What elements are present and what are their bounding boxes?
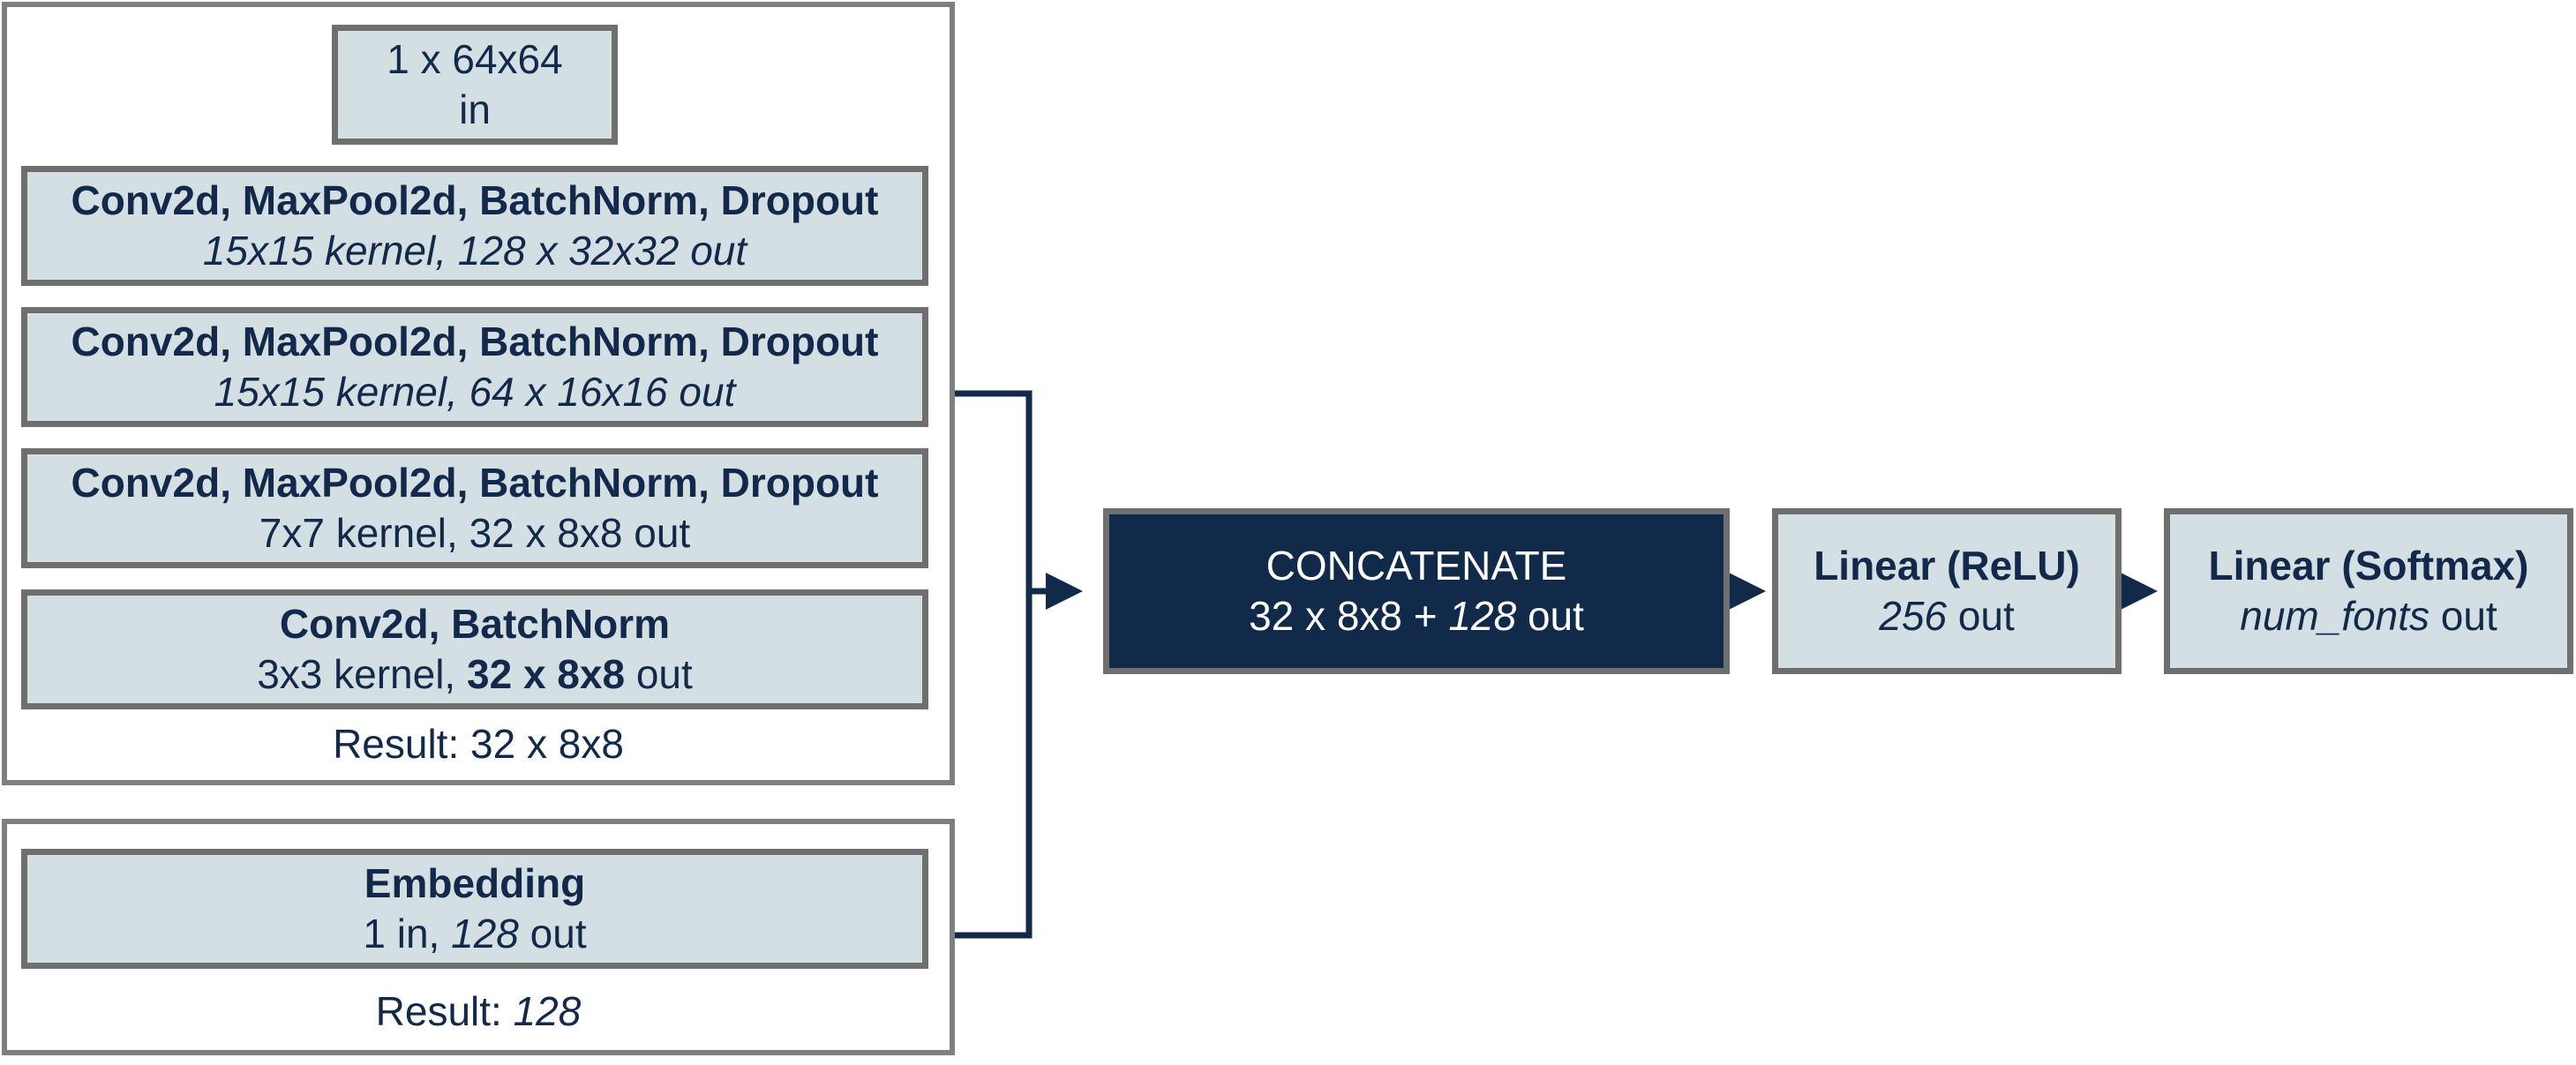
concatenate-title: CONCATENATE [1265, 543, 1567, 589]
concatenate-detail: 32 x 8x8 + 128 out [1249, 593, 1584, 639]
linear-relu-title: Linear (ReLU) [1814, 543, 2080, 589]
conv-layer-1-detail: 15x15 kernel, 128 x 32x32 out [202, 228, 747, 274]
conv-layer-2-detail: 15x15 kernel, 64 x 16x16 out [214, 369, 736, 415]
input-box: 1 x 64x64 in [332, 25, 618, 145]
cnn-result: Result: 32 x 8x8 [333, 721, 624, 767]
linear-relu-box: Linear (ReLU) 256 out [1772, 508, 2122, 674]
conv-layer-1-title: Conv2d, MaxPool2d, BatchNorm, Dropout [71, 177, 879, 223]
conv-layer-1: Conv2d, MaxPool2d, BatchNorm, Dropout 15… [21, 166, 928, 286]
concatenate-box: CONCATENATE 32 x 8x8 + 128 out [1103, 508, 1730, 674]
input-label: in [459, 86, 491, 132]
conv-layer-3: Conv2d, MaxPool2d, BatchNorm, Dropout 7x… [21, 448, 928, 568]
embedding-result: Result: 128 [375, 988, 582, 1034]
input-shape: 1 x 64x64 [387, 36, 563, 82]
embedding-connector [955, 591, 1033, 939]
linear-softmax-title: Linear (Softmax) [2208, 543, 2529, 589]
embedding-detail: 1 in, 128 out [363, 911, 587, 956]
embedding-title: Embedding [364, 860, 586, 906]
conv-layer-2-title: Conv2d, MaxPool2d, BatchNorm, Dropout [71, 319, 879, 364]
linear-softmax-box: Linear (Softmax) num_fonts out [2164, 508, 2573, 674]
conv-layer-2: Conv2d, MaxPool2d, BatchNorm, Dropout 15… [21, 307, 928, 427]
linear-relu-detail: 256 out [1879, 593, 2015, 639]
cnn-connector [955, 390, 1033, 591]
conv-layer-4-title: Conv2d, BatchNorm [279, 601, 671, 647]
linear-softmax-detail: num_fonts out [2240, 593, 2497, 639]
conv-layer-4: Conv2d, BatchNorm 3x3 kernel, 32 x 8x8 o… [21, 589, 928, 709]
conv-layer-3-title: Conv2d, MaxPool2d, BatchNorm, Dropout [71, 460, 879, 506]
conv-layer-3-detail: 7x7 kernel, 32 x 8x8 out [259, 510, 691, 556]
embedding-box: Embedding 1 in, 128 out [21, 849, 928, 969]
conv-layer-4-detail: 3x3 kernel, 32 x 8x8 out [257, 651, 693, 697]
